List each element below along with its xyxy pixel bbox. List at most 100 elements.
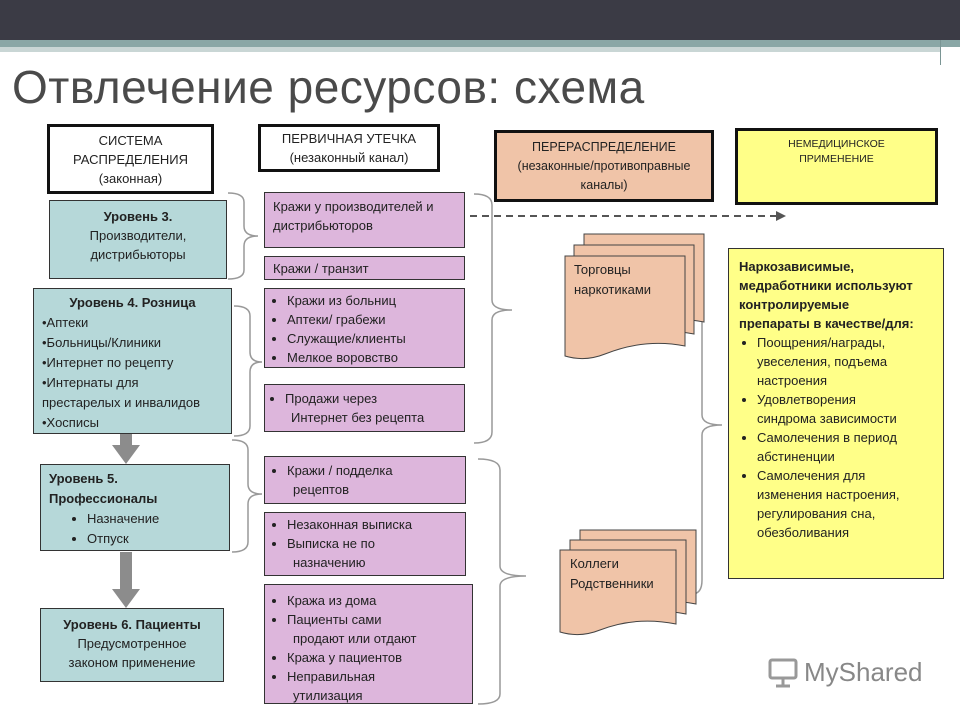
level4-title: Уровень 4. Розница	[69, 295, 196, 310]
level3-line: дистрибьюторы	[90, 247, 186, 262]
accent-stripe	[0, 40, 960, 47]
header-line: РАСПРЕДЕЛЕНИЯ	[72, 151, 189, 167]
header-nonmedical-use: НЕМЕДИЦИНСКОЕ ПРИМЕНЕНИЕ	[735, 128, 938, 205]
relatives-doc-stack	[559, 529, 697, 636]
down-arrow-4-5	[112, 432, 140, 464]
level5-item: Отпуск	[87, 529, 229, 549]
header-line: НЕМЕДИЦИНСКОЕ	[788, 138, 885, 150]
nonmedical-line: обезболивания	[757, 525, 849, 540]
leak-prescribing: Незаконная выписка Выписка не по назначе…	[264, 512, 466, 576]
level6-title: Уровень 6. Пациенты	[63, 617, 201, 632]
nonmedical-intro: медработники используют	[739, 278, 913, 293]
leak-item: Кража у пациентов	[287, 648, 472, 667]
nonmedical-line: настроения	[757, 373, 828, 388]
relatives-label: Коллеги Родственники	[570, 554, 654, 594]
nonmedical-line: Самолечения для	[757, 468, 866, 483]
nonmedical-description: Наркозависимые, медработники используют …	[728, 248, 944, 579]
leak-retail: Кражи из больниц Аптеки/ грабежи Служащи…	[264, 288, 465, 368]
level4-item: •Аптеки	[42, 315, 89, 330]
dashed-arrow-head	[776, 211, 786, 221]
level3-title: Уровень 3.	[103, 209, 173, 224]
down-arrow-5-6	[112, 552, 140, 608]
leak-item: Пациенты сами	[287, 610, 472, 629]
leak-item: Продажи через	[285, 389, 464, 408]
leak-item: Незаконная выписка	[287, 515, 465, 534]
top-bar	[0, 0, 960, 40]
level4-item: •Интернет по рецепту	[42, 355, 174, 370]
nonmedical-item: Удовлетворения синдрома зависимости	[757, 390, 937, 428]
leak-internet: Продажи через Интернет без рецепта	[264, 384, 465, 432]
nonmedical-line: Удовлетворения	[757, 392, 856, 407]
leak-item: Кражи из больниц	[287, 291, 464, 310]
leak-patients: Кража из дома Пациенты сами продают или …	[264, 584, 473, 704]
header-line: ПЕРВИЧНАЯ УТЕЧКА	[281, 131, 417, 146]
myshared-watermark[interactable]: MyShared	[768, 656, 923, 688]
leak-item: Выписка не по	[287, 534, 465, 553]
level6-line: законом применение	[68, 655, 196, 670]
brace-level4	[233, 305, 263, 437]
level4-item: •Больницы/Клиники	[42, 335, 162, 350]
leak-item-cont: продают или отдают	[293, 631, 417, 646]
header-line: ПРИМЕНЕНИЕ	[799, 153, 874, 165]
leak-item: Кража из дома	[287, 591, 472, 610]
nonmedical-line: абстиненции	[757, 449, 835, 464]
leak-text: Кражи / транзит	[273, 261, 369, 276]
nonmedical-line: синдрома зависимости	[757, 411, 897, 426]
level4-item: •Интернаты для	[42, 375, 139, 390]
leak-item-cont: Интернет без рецепта	[291, 410, 425, 425]
level3-line: Производители,	[89, 228, 187, 243]
leak-item-cont: рецептов	[293, 482, 349, 497]
dealers-line: наркотиками	[574, 282, 652, 297]
level3-box: Уровень 3. Производители, дистрибьюторы	[49, 200, 227, 279]
level4-item: •Хосписы	[42, 415, 99, 430]
header-line: каналы)	[580, 177, 628, 192]
brace-level3	[227, 192, 259, 280]
leak-item: Мелкое воровство	[287, 348, 464, 367]
header-distribution-system: СИСТЕМА РАСПРЕДЕЛЕНИЯ (законная)	[47, 124, 214, 194]
watermark-text: MyShared	[804, 656, 923, 687]
leak-item: Кражи / подделка	[287, 461, 465, 480]
nonmedical-intro: контролируемые	[739, 297, 850, 312]
nonmedical-item: Самолечения для изменения настроения, ре…	[757, 466, 937, 542]
slide-title: Отвлечение ресурсов: схема	[12, 61, 645, 113]
level5-item: Назначение	[87, 509, 229, 529]
header-redistribution: ПЕРЕРАСПРЕДЕЛЕНИЕ (незаконные/противопра…	[494, 130, 714, 202]
nonmedical-intro: Наркозависимые,	[739, 259, 854, 274]
nonmedical-item: Самолечения в период абстиненции	[757, 428, 937, 466]
level5-subtitle: Профессионалы	[49, 491, 158, 506]
header-line: СИСТЕМА	[98, 132, 163, 148]
nonmedical-line: регулирования сна,	[757, 506, 876, 521]
leak-item-cont: утилизация	[293, 688, 363, 703]
leak-transit: Кражи / транзит	[264, 256, 465, 280]
dealers-doc-stack	[564, 233, 705, 360]
relatives-line: Коллеги	[570, 556, 619, 571]
dealers-label: Торговцы наркотиками	[574, 260, 651, 300]
brace-leaks-lower	[477, 458, 527, 705]
accent-stripe-light	[0, 47, 940, 52]
nonmedical-line: увеселения, подъема	[757, 354, 888, 369]
nonmedical-item: Поощрения/награды, увеселения, подъема н…	[757, 333, 937, 390]
header-line: (незаконные/противоправные	[517, 158, 691, 173]
nonmedical-line: Самолечения в период	[757, 430, 897, 445]
level6-box: Уровень 6. Пациенты Предусмотренное зако…	[40, 608, 224, 682]
brace-level5	[231, 439, 263, 553]
leak-item: Аптеки/ грабежи	[287, 310, 464, 329]
leak-manufacturers: Кражи у производителей и дистрибьюторов	[264, 192, 465, 248]
relatives-line: Родственники	[570, 576, 654, 591]
leak-prescriptions: Кражи / подделка рецептов	[264, 456, 466, 504]
nonmedical-line: Поощрения/награды,	[757, 335, 886, 350]
presentation-icon	[768, 658, 798, 688]
header-primary-leak: ПЕРВИЧНАЯ УТЕЧКА (незаконный канал)	[258, 124, 440, 172]
header-line: (законная)	[98, 170, 163, 186]
header-line: ПЕРЕРАСПРЕДЕЛЕНИЕ	[532, 139, 676, 154]
level6-line: Предусмотренное	[77, 636, 187, 651]
level4-box: Уровень 4. Розница •Аптеки •Больницы/Кли…	[33, 288, 232, 434]
nonmedical-line: изменения настроения,	[757, 487, 900, 502]
level5-box: Уровень 5. Профессионалы Назначение Отпу…	[40, 464, 230, 551]
level4-item: престарелых и инвалидов	[42, 395, 200, 410]
leak-item: Неправильная	[287, 667, 472, 686]
header-line: (незаконный канал)	[289, 150, 409, 165]
leak-item: Служащие/клиенты	[287, 329, 464, 348]
corner-line	[940, 40, 941, 65]
